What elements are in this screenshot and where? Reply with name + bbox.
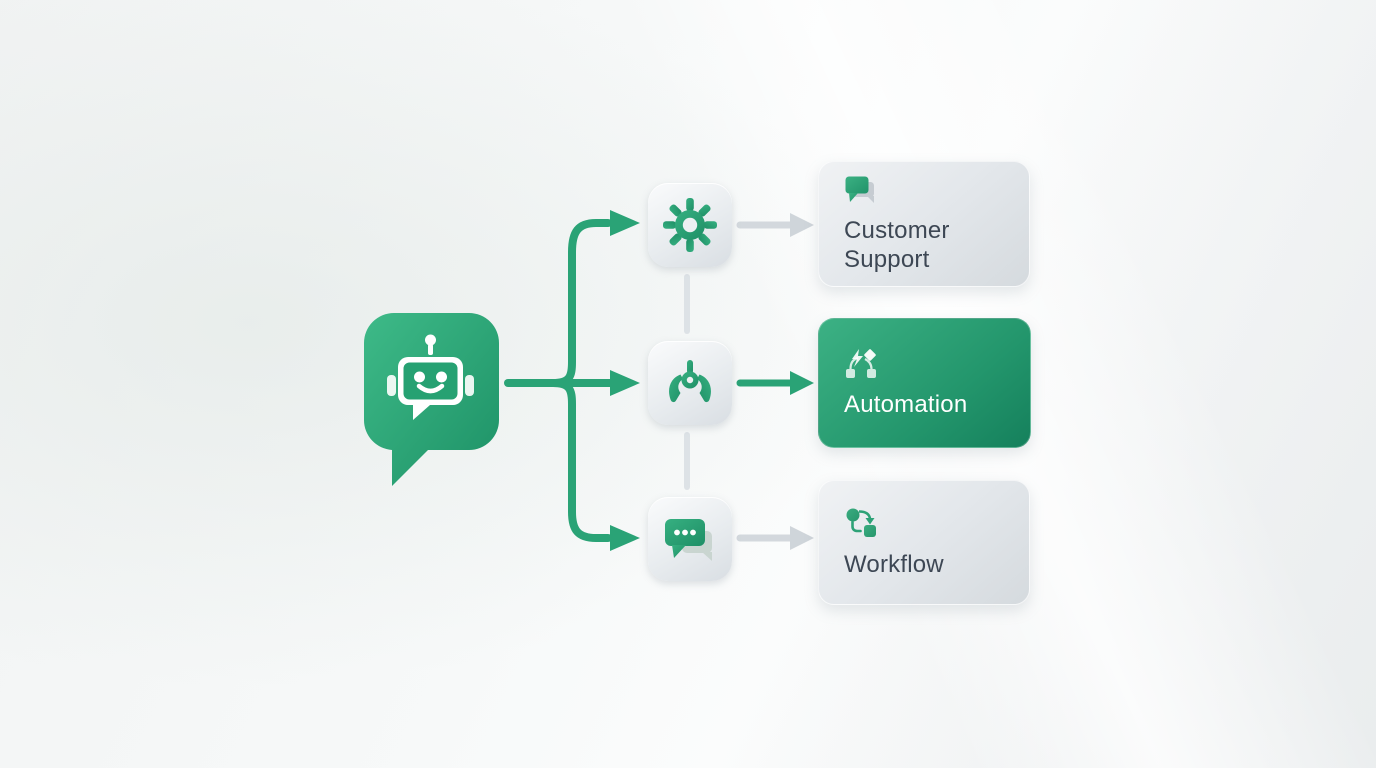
chat-bubbles-icon <box>845 176 874 203</box>
gear-icon <box>663 198 717 252</box>
gray-arrow-bottom <box>736 526 814 550</box>
card-automation: Automation <box>818 318 1031 448</box>
chatbot-robot-icon <box>363 313 499 486</box>
process-sync-icon <box>846 508 876 537</box>
green-arrow-middle <box>736 371 814 395</box>
chat-bubbles-node <box>648 497 732 581</box>
card-customer-support: Customer Support <box>818 161 1030 287</box>
green-fork-connector <box>504 219 614 542</box>
gray-arrow-top <box>736 213 814 237</box>
green-fork-arrowheads <box>610 210 640 551</box>
robot-face <box>387 334 474 420</box>
branch-workflow-icon <box>846 349 876 378</box>
robot-claw-icon <box>669 360 711 403</box>
robot-claw-node <box>648 341 732 425</box>
chatbot-node <box>358 308 510 503</box>
card-label: Customer Support <box>844 216 950 273</box>
card-label: Automation <box>844 391 968 418</box>
chat-bubbles-icon <box>665 519 712 561</box>
gray-vertical-connectors <box>684 274 690 490</box>
gear-node <box>648 183 732 267</box>
card-label: Workflow <box>844 550 944 578</box>
card-workflow: Workflow <box>818 480 1030 605</box>
